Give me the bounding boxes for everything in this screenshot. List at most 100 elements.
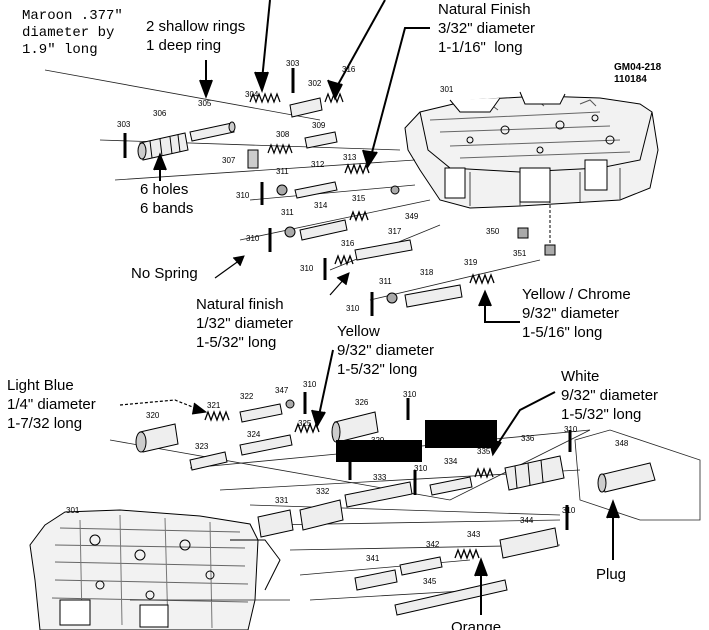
upper-valve-body: [404, 91, 659, 209]
pn-345: 345: [423, 577, 437, 586]
nf1-line1: Natural Finish: [438, 1, 531, 18]
pointer-arrows: [119, 0, 620, 615]
pn-301b: 301: [66, 506, 80, 515]
pn-347: 347: [275, 386, 289, 395]
white-line1: White: [561, 368, 600, 385]
pn-335: 335: [477, 447, 491, 456]
nf2-line2: 1/32" diameter: [196, 315, 294, 332]
pn-349: 349: [405, 212, 419, 221]
rings-line1: 2 shallow rings: [146, 18, 246, 35]
yellow-line2: 9/32" diameter: [337, 342, 435, 359]
white-line2: 9/32" diameter: [561, 387, 659, 404]
part-305: [189, 122, 235, 142]
pn-308: 308: [276, 130, 290, 139]
figure-code-line2: 110184: [614, 74, 647, 85]
pn-306: 306: [153, 109, 167, 118]
nf2-line1: Natural finish: [196, 296, 284, 313]
annotation-natural-finish-1: Natural Finish 3/32" diameter 1-1/16" lo…: [438, 0, 535, 57]
annotation-natural-finish-2: Natural finish 1/32" diameter 1-5/32" lo…: [196, 295, 293, 352]
yc-line1: Yellow / Chrome: [522, 286, 631, 303]
part-306-valve: [137, 132, 189, 161]
pn-322: 322: [240, 392, 254, 401]
lb-line2: 1/4" diameter: [7, 396, 96, 413]
pn-310f: 310: [403, 390, 417, 399]
pn-310i: 310: [562, 506, 576, 515]
annotation-maroon: Maroon .377" diameter by 1.9" long: [22, 8, 123, 59]
plug-line1: Plug: [596, 566, 627, 583]
pn-318: 318: [420, 268, 434, 277]
pn-336: 336: [521, 434, 535, 443]
pn-333: 333: [373, 473, 387, 482]
figure-code: GM04-218 110184: [614, 62, 661, 86]
pn-310b: 310: [246, 234, 260, 243]
pn-319: 319: [464, 258, 478, 267]
holes-line2: 6 bands: [140, 200, 194, 217]
pn-304: 304: [245, 90, 259, 99]
pn-311a: 311: [276, 167, 289, 176]
holes-line1: 6 holes: [140, 181, 189, 198]
orange-line1: Orange: [451, 619, 502, 630]
pn-332: 332: [316, 487, 330, 496]
annotation-white: White 9/32" diameter 1-5/32" long: [561, 367, 658, 424]
pn-316b: 316: [341, 239, 355, 248]
pn-309: 309: [312, 121, 326, 130]
pn-305: 305: [198, 99, 212, 108]
upper-valve-parts: [123, 68, 556, 316]
annotation-holes: 6 holes 6 bands: [140, 180, 193, 218]
figure-code-line1: GM04-218: [614, 62, 662, 73]
pn-324: 324: [247, 430, 261, 439]
annotation-light-blue: Light Blue 1/4" diameter 1-7/32 long: [7, 376, 96, 433]
pn-344: 344: [520, 516, 534, 525]
lb-line1: Light Blue: [7, 377, 74, 394]
pn-310g: 310: [414, 464, 428, 473]
pn-310h: 310: [564, 425, 578, 434]
annotation-rings: 2 shallow rings 1 deep ring: [146, 17, 245, 55]
pn-307: 307: [222, 156, 236, 165]
lb-line3: 1-7/32 long: [7, 415, 83, 432]
pn-351: 351: [513, 249, 527, 258]
pn-315: 315: [352, 194, 366, 203]
pn-311c: 311: [379, 277, 392, 286]
pn-350: 350: [486, 227, 500, 236]
pn-316a: 316: [342, 65, 356, 74]
annotation-plug: Plug: [596, 565, 626, 584]
pn-331: 331: [275, 496, 289, 505]
pn-323: 323: [195, 442, 209, 451]
pn-325: 325: [298, 419, 312, 428]
pn-326: 326: [355, 398, 369, 407]
pn-320: 320: [146, 411, 160, 420]
pn-321: 321: [207, 401, 221, 410]
no-spring-line1: No Spring: [131, 265, 198, 282]
lower-valve-parts: [135, 392, 656, 616]
pn-302: 302: [308, 79, 322, 88]
pn-329: 329: [371, 436, 385, 445]
pn-314: 314: [314, 201, 328, 210]
yc-line3: 1-5/16" long: [522, 324, 603, 341]
annotation-yellow: Yellow 9/32" diameter 1-5/32" long: [337, 322, 434, 379]
pn-310e: 310: [303, 380, 317, 389]
pn-317: 317: [388, 227, 402, 236]
yellow-line3: 1-5/32" long: [337, 361, 418, 378]
pn-342: 342: [426, 540, 440, 549]
pn-303a: 303: [286, 59, 300, 68]
pn-348: 348: [615, 439, 629, 448]
nf2-line3: 1-5/32" long: [196, 334, 277, 351]
pn-310c: 310: [300, 264, 314, 273]
pn-310a: 310: [236, 191, 250, 200]
yellow-line1: Yellow: [337, 323, 380, 340]
rings-line2: 1 deep ring: [146, 37, 222, 54]
pn-310d: 310: [346, 304, 360, 313]
nf1-line3: 1-1/16" long: [438, 39, 523, 56]
pn-334: 334: [444, 457, 458, 466]
pn-312: 312: [311, 160, 325, 169]
pn-311b: 311: [281, 208, 294, 217]
annotation-orange: Orange: [451, 618, 501, 630]
pn-301a: 301: [440, 85, 454, 94]
white-line3: 1-5/32" long: [561, 406, 642, 423]
annotation-no-spring: No Spring: [131, 264, 198, 283]
part-304-spring: [249, 92, 281, 104]
pn-313: 313: [343, 153, 357, 162]
part-number-labels: 301 301 302 303 303 304 305 306 307 308 …: [66, 59, 629, 586]
